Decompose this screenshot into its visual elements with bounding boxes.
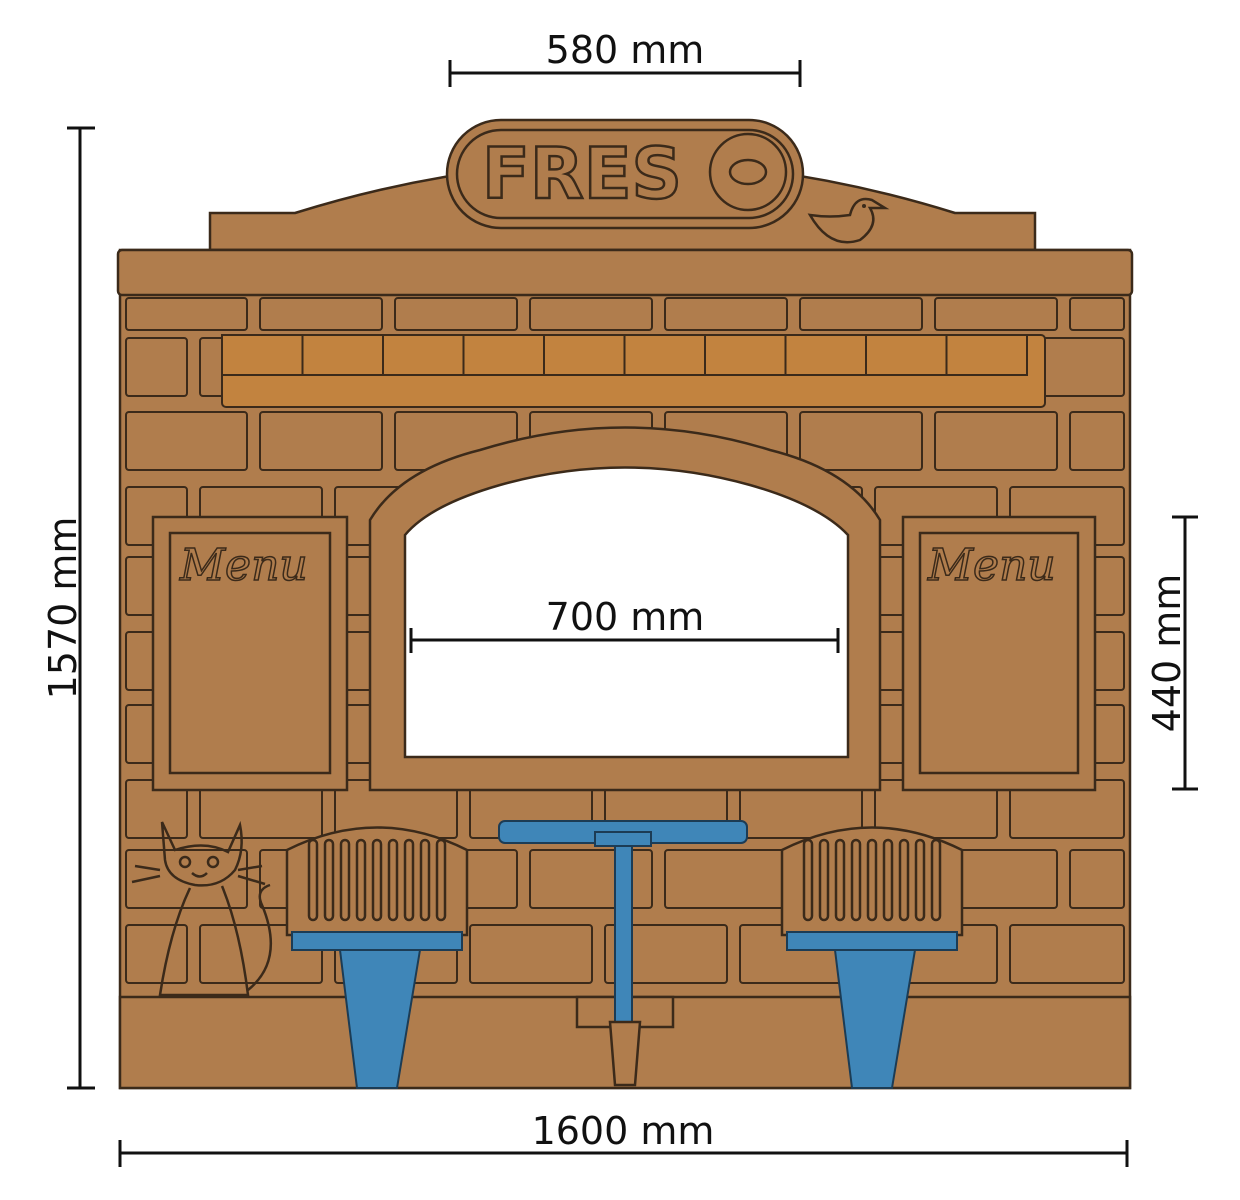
awning-tile: [543, 334, 626, 376]
awning-tile: [704, 334, 787, 376]
dimension-label: 440 mm: [1145, 574, 1189, 733]
awning-tile: [221, 334, 304, 376]
dimension-menu-height: 440 mm: [1145, 515, 1198, 791]
dimension-window: 700 mm: [409, 595, 840, 653]
dimension-height: 1570 mm: [41, 126, 95, 1090]
awning-tile: [784, 334, 867, 376]
roof-band: [116, 248, 1134, 297]
menu-label: Menu: [179, 540, 308, 591]
brick: [799, 297, 923, 331]
dimension-label: 700 mm: [546, 595, 705, 639]
awning: [221, 334, 1046, 408]
cat-icon: [131, 820, 273, 997]
brick: [1069, 849, 1125, 909]
brick: [394, 297, 518, 331]
awning-tile: [945, 334, 1028, 376]
fish-logo-icon: [708, 132, 788, 212]
seat: [285, 826, 469, 1089]
menu-label: Menu: [927, 540, 1056, 591]
brick: [1069, 297, 1125, 331]
brick: [934, 411, 1058, 471]
brick: [125, 297, 248, 331]
dimension-label: 1570 mm: [41, 517, 85, 700]
dimension-top: 580 mm: [448, 28, 802, 87]
brick: [934, 297, 1058, 331]
brick: [259, 297, 383, 331]
brick: [664, 849, 788, 909]
awning-tile: [462, 334, 545, 376]
logo-text: FRES: [482, 133, 682, 215]
bird-icon: [807, 197, 890, 244]
seat: [780, 826, 964, 1089]
brick: [125, 337, 188, 397]
brick: [529, 849, 653, 909]
serving-window: [368, 426, 882, 792]
brick: [664, 297, 788, 331]
table: [498, 820, 748, 1087]
dimension-label: 580 mm: [546, 28, 705, 72]
brick: [469, 924, 593, 984]
brick: [1009, 924, 1125, 984]
awning-tile: [865, 334, 948, 376]
brick: [799, 411, 923, 471]
brick: [604, 924, 728, 984]
awning-tile: [623, 334, 706, 376]
brick: [1069, 411, 1125, 471]
dimension-width: 1600 mm: [118, 1109, 1129, 1167]
brick: [125, 924, 188, 984]
awning-tile: [382, 334, 465, 376]
brick: [259, 411, 383, 471]
logo-sign: FRES: [445, 118, 805, 230]
brick: [529, 297, 653, 331]
awning-tile: [301, 334, 384, 376]
menu-board-right: Menu: [901, 515, 1097, 792]
dimension-label: 1600 mm: [532, 1109, 715, 1153]
brick: [125, 411, 248, 471]
menu-board-left: Menu: [151, 515, 349, 792]
